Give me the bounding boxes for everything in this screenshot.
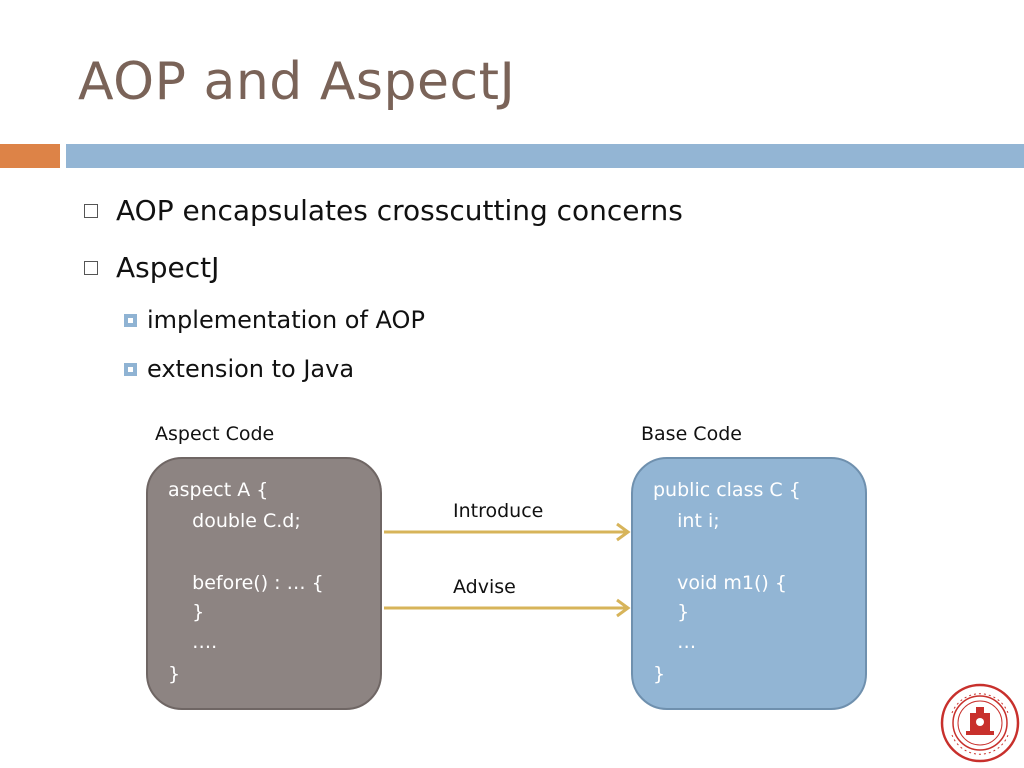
sub-bullet-text: implementation of AOP — [147, 306, 425, 334]
introduce-arrowhead-icon — [616, 522, 631, 542]
code-line: …. — [168, 631, 218, 653]
bullet-item: AOP encapsulates crosscutting concerns — [84, 194, 683, 227]
code-line: } — [653, 601, 690, 623]
code-line: public class C { — [653, 479, 801, 501]
code-line: void m1() { — [653, 572, 787, 594]
aspect-code-box: aspect A { double C.d; before() : … { } … — [146, 457, 382, 710]
bullet-text: AOP encapsulates crosscutting concerns — [116, 194, 683, 227]
code-line: aspect A { — [168, 479, 269, 501]
base-code-box: public class C { int i; void m1() { } … … — [631, 457, 867, 710]
hollow-square-bullet-icon — [84, 260, 98, 275]
hollow-square-bullet-icon — [84, 203, 98, 218]
accent-bar-blue — [66, 144, 1024, 168]
introduce-label: Introduce — [453, 500, 544, 522]
filled-square-bullet-icon — [124, 362, 137, 376]
filled-square-bullet-icon — [124, 313, 137, 327]
advise-arrowhead-icon — [616, 598, 631, 618]
sub-bullet-item: implementation of AOP — [124, 306, 425, 334]
bullet-item: AspectJ — [84, 251, 219, 284]
base-code-label: Base Code — [641, 423, 742, 445]
accent-bar-orange — [0, 144, 60, 168]
aspect-code-label: Aspect Code — [155, 423, 275, 445]
code-line: } — [168, 601, 205, 623]
code-line: before() : … { — [168, 572, 324, 594]
sub-bullet-item: extension to Java — [124, 355, 354, 383]
code-line: int i; — [653, 510, 720, 532]
slide-title: AOP and AspectJ — [78, 52, 516, 112]
advise-label: Advise — [453, 576, 516, 598]
bullet-text: AspectJ — [116, 251, 220, 284]
code-line: } — [168, 663, 181, 685]
code-line: … — [653, 631, 697, 653]
university-seal-icon — [940, 683, 1020, 763]
code-line: } — [653, 663, 666, 685]
sub-bullet-text: extension to Java — [147, 355, 355, 383]
code-line: double C.d; — [168, 510, 301, 532]
